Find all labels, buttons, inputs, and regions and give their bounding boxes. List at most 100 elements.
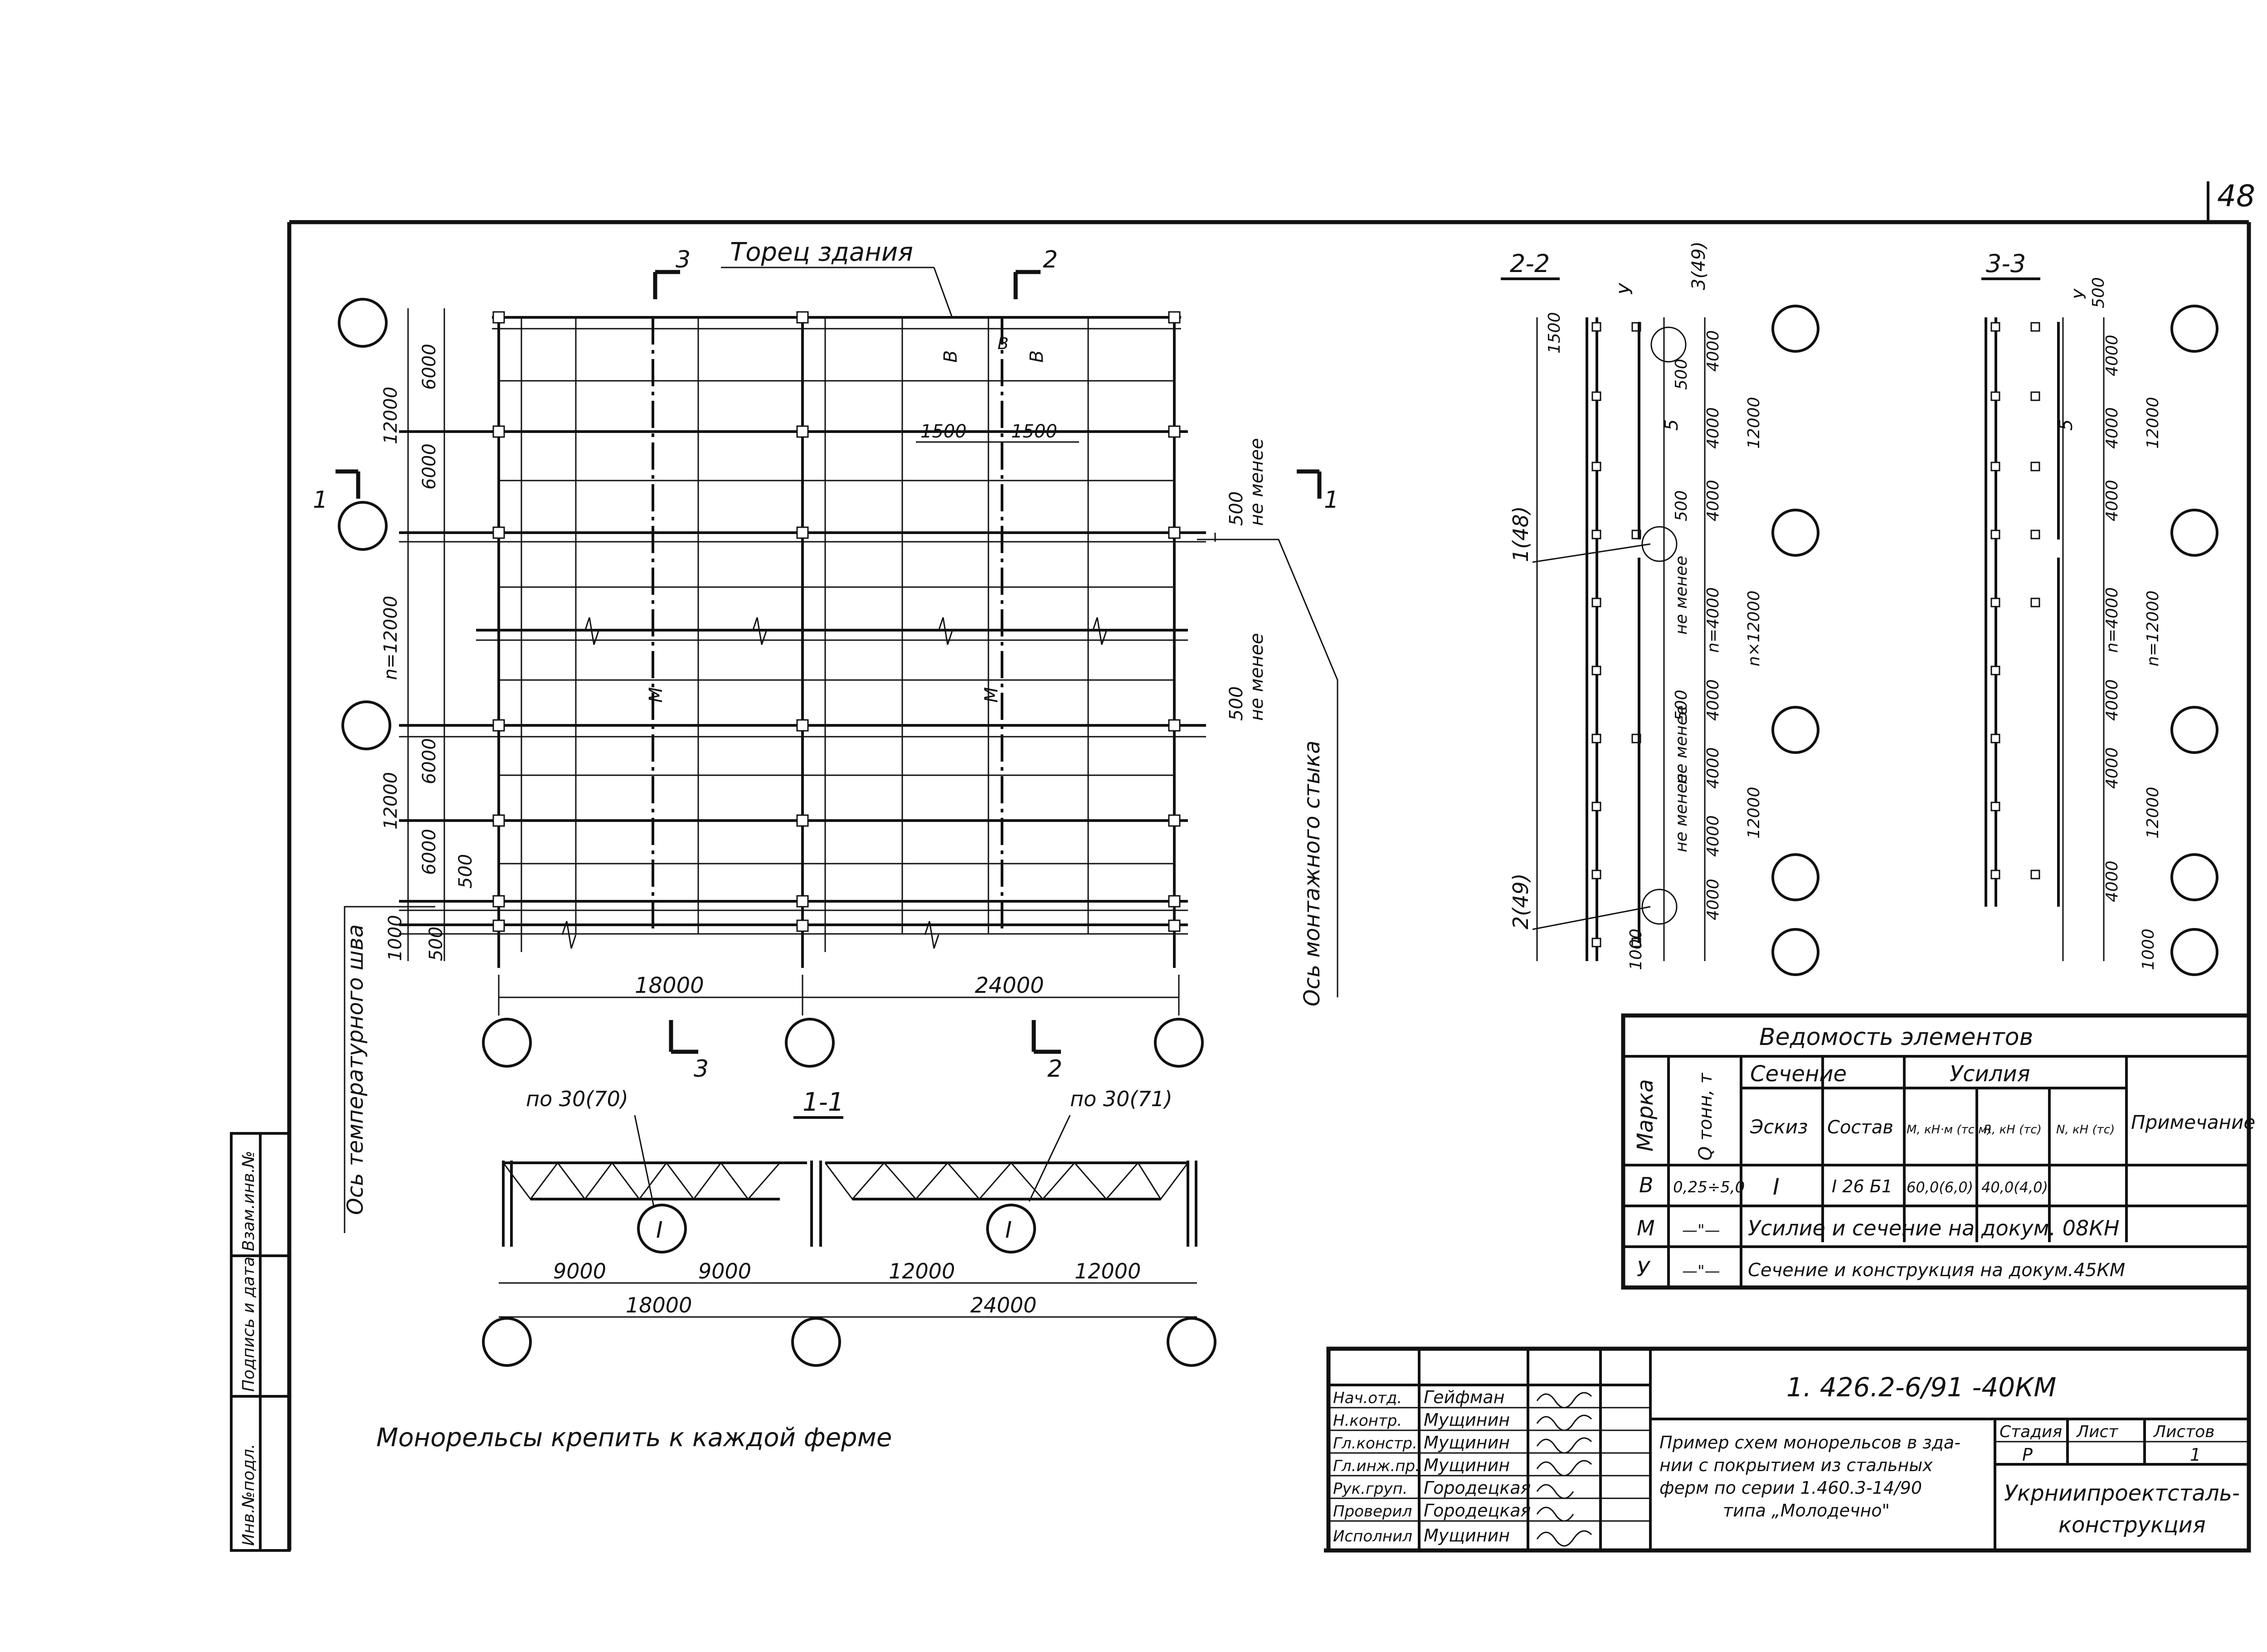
th-composition: Состав <box>1827 1117 1893 1138</box>
s33-d-n12000: n=12000 <box>2144 590 2162 666</box>
td-text-2: Сечение и конструкция на докум.45КМ <box>1748 1260 2125 1281</box>
section-22-title: 2-2 <box>1510 249 1550 278</box>
dim-12000-c: 12000 <box>889 1259 955 1283</box>
hangers-33 <box>1990 322 2040 879</box>
th-sketch: Эскиз <box>1750 1116 1808 1138</box>
note-500-a: 500 <box>1226 491 1247 526</box>
section-mark-3-bottom: 3 <box>694 1055 709 1083</box>
dim-1500-a: 1500 <box>920 421 967 442</box>
s22-d-500a: 500 <box>1672 359 1691 390</box>
role-1: Н.контр. <box>1333 1412 1402 1430</box>
stamp-code: 1. 426.2-6/91 -40КМ <box>1786 1372 2056 1403</box>
s22-dims: 1500 500 4000 4000 12000 500 не менее 40… <box>1545 312 1763 970</box>
name-6: Мущинин <box>1424 1526 1510 1545</box>
axis-bubble <box>338 501 388 551</box>
section-mark-2-top: 2 <box>1043 246 1058 273</box>
name-1: Мущинин <box>1424 1410 1510 1430</box>
stamp-names: Гейфман Мущинин Мущинин Мущинин Городецк… <box>1424 1387 1531 1545</box>
stamp-stage-label: Стадия <box>1999 1423 2062 1441</box>
s22-label-148: 1(48) <box>1508 506 1533 562</box>
th-m: M, кН·м (тс·м) <box>1907 1123 1992 1137</box>
role-3: Гл.инж.пр. <box>1333 1457 1420 1475</box>
s22-d-1500: 1500 <box>1545 312 1564 354</box>
td-r-0: 40,0(4,0) <box>1981 1179 2048 1196</box>
s22-d-4000e: 4000 <box>1704 747 1722 789</box>
s22-d-nl-a: не менее <box>1672 556 1691 635</box>
hangers-22 <box>1591 322 1641 947</box>
dim-18000-s: 18000 <box>626 1293 692 1317</box>
stamp-org-0: Укрниипроектсталь- <box>2004 1481 2240 1506</box>
role-2: Гл.констр. <box>1333 1434 1417 1453</box>
name-3: Мущинин <box>1424 1455 1510 1475</box>
stamp-sheets-label: Листов <box>2153 1423 2214 1441</box>
stamp-org-1: конструкция <box>2058 1512 2206 1538</box>
dim-6000-c: 6000 <box>419 738 440 784</box>
dim-12000-d: 12000 <box>1075 1259 1141 1283</box>
name-2: Мущинин <box>1424 1433 1510 1453</box>
mark-m-a: М <box>646 687 666 703</box>
title-line-1: нии с покрытием из стальных <box>1659 1455 1933 1475</box>
section-3-3: 3-3 У 500 5 4000 4000 <box>1981 249 2218 976</box>
s33-d-n4000: n=4000 <box>2103 587 2121 653</box>
section-mark-2-bottom: 2 <box>1047 1055 1062 1083</box>
s22-d-4000g: 4000 <box>1704 879 1722 920</box>
th-q: Q тонн, т <box>1695 1072 1716 1161</box>
td-q-0: 0,25÷5,0 <box>1673 1178 1745 1196</box>
truss-left-ref: по 30(70) <box>526 1087 628 1111</box>
th-n: N, кН (тс) <box>2056 1123 2115 1137</box>
axis-bubble <box>1154 1018 1204 1068</box>
s22-label-249: 2(49) <box>1508 873 1533 929</box>
axis-bubble <box>341 700 391 750</box>
s22-d-nl-c: не менее <box>1672 773 1691 852</box>
sheet-frame <box>287 181 2251 1553</box>
section-1-1: 1-1 по 30(70) по 30(71) I I 9000 9000 12… <box>482 1087 1216 1367</box>
table-title: Ведомость элементов <box>1759 1024 2033 1051</box>
stamp-roles: Нач.отд. Н.контр. Гл.констр. Гл.инж.пр. … <box>1333 1389 1420 1545</box>
role-6: Исполнил <box>1333 1527 1412 1545</box>
axis-bubble <box>785 1018 835 1068</box>
dim-9000-a: 9000 <box>553 1259 606 1283</box>
s33-label-u: У <box>2071 288 2090 299</box>
elements-table: Ведомость элементов Марка Q тонн, т Сече… <box>1621 1013 2255 1290</box>
mark-b-b: В <box>1026 350 1047 363</box>
s22-d-500c: 500 <box>1672 690 1691 721</box>
stamp-role-grid <box>1328 1407 1650 1522</box>
s22-d-n12000: n×12000 <box>1745 590 1763 666</box>
s33-d-1000: 1000 <box>2139 928 2158 970</box>
section-11-title: 1-1 <box>803 1088 844 1117</box>
th-note: Примечание <box>2131 1111 2255 1133</box>
td-marka-2: У <box>1637 1257 1651 1281</box>
s33-d-4000c: 4000 <box>2103 480 2121 521</box>
s22-d-4000c: 4000 <box>1704 480 1722 521</box>
name-5: Городецкая <box>1424 1501 1531 1521</box>
s22-d-n4000: n=4000 <box>1704 587 1722 653</box>
note-notless-b: не менее <box>1246 633 1267 721</box>
s33-dims: 4000 4000 12000 4000 n=4000 n=12000 4000… <box>2103 335 2162 970</box>
s22-d-4000b: 4000 <box>1704 407 1722 449</box>
s22-d-4000f: 4000 <box>1704 815 1722 857</box>
th-forces: Усилия <box>1950 1061 2030 1087</box>
dim-n12000: n=12000 <box>380 596 401 680</box>
column-markers <box>492 311 1181 932</box>
dim-24000-s: 24000 <box>970 1293 1036 1317</box>
td-marka-1: М <box>1637 1216 1655 1240</box>
dim-6000-b: 6000 <box>419 443 440 490</box>
role-5: Проверил <box>1333 1502 1412 1521</box>
section-mark-1-left: 1 <box>313 486 328 514</box>
s22-label-u: У <box>1616 282 1637 295</box>
axis-temp-label: Ось температурного шва <box>343 924 368 1215</box>
signature-marks <box>1536 1392 1592 1547</box>
s22-d-500b: 500 <box>1672 490 1691 521</box>
s33-label-500: 500 <box>2089 277 2108 308</box>
s22-d-12000b: 12000 <box>1745 787 1763 839</box>
stamp-sheets: 1 <box>2190 1445 2201 1465</box>
s33-label-5: 5 <box>2056 419 2077 431</box>
dim-6000-d: 6000 <box>419 829 440 875</box>
table-row: В 0,25÷5,0 I I 26 Б1 60,0(6,0) 40,0(4,0) <box>1639 1173 2048 1200</box>
stamp-sheet-label: Лист <box>2076 1423 2118 1441</box>
table-row: У —"— Сечение и конструкция на докум.45К… <box>1637 1257 2125 1281</box>
side-sign: Подпись и дата <box>239 1257 258 1392</box>
role-4: Рук.груп. <box>1333 1480 1408 1498</box>
side-strip: Инв.№подл. Подпись и дата Взам.инв.№ <box>230 1132 291 1552</box>
svg-text:I: I <box>656 1217 663 1243</box>
